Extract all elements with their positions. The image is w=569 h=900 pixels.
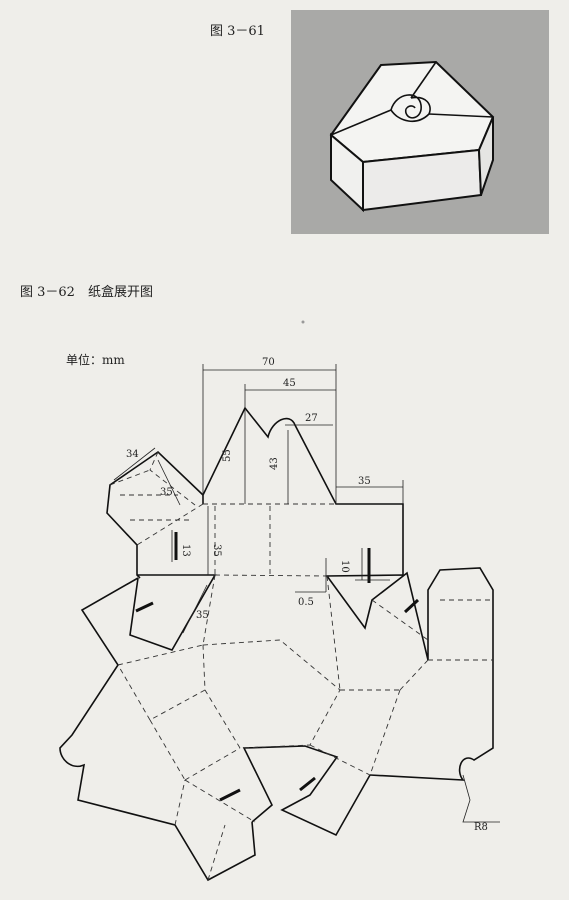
- cut-line-left-flap: [106, 450, 204, 579]
- unit-label: 单位：mm: [66, 353, 125, 367]
- dim-70: 70: [262, 357, 275, 368]
- box-illustration: [329, 60, 495, 213]
- box-end-face: [477, 116, 494, 196]
- figure-61-caption: 图 3－61: [210, 24, 265, 39]
- dim-55: 55: [222, 449, 233, 462]
- box-flap-line: [410, 61, 437, 99]
- dim-27: 27: [305, 413, 318, 424]
- dim-35-diagonal: 35: [196, 610, 209, 621]
- dim-35-left: 35: [160, 487, 173, 498]
- dimension-lines: [113, 364, 500, 823]
- box-photo: [291, 10, 549, 234]
- dim-10: 10: [339, 560, 350, 573]
- dim-35-right: 35: [358, 476, 371, 487]
- fold-lines: [109, 451, 493, 881]
- dim-34: 34: [126, 449, 139, 460]
- slot-marks: [135, 532, 420, 802]
- speck: [301, 320, 305, 324]
- figure-62-caption: 图 3－62 纸盒展开图: [20, 285, 153, 300]
- dim-0-5: 0.5: [298, 597, 314, 608]
- dim-r8: R8: [474, 822, 488, 833]
- dim-13: 13: [180, 544, 191, 557]
- box-center-lock: [390, 94, 431, 122]
- cut-line-right: [325, 567, 494, 781]
- dim-43: 43: [269, 457, 280, 470]
- box-flap-line: [330, 109, 392, 136]
- cut-line-bottom: [242, 745, 371, 837]
- dim-45: 45: [283, 378, 296, 389]
- dim-35-vertical: 35: [211, 544, 222, 557]
- cut-line-left-panel: [59, 577, 256, 882]
- cut-line-top-flap: [202, 406, 404, 575]
- box-flap-line: [428, 113, 494, 118]
